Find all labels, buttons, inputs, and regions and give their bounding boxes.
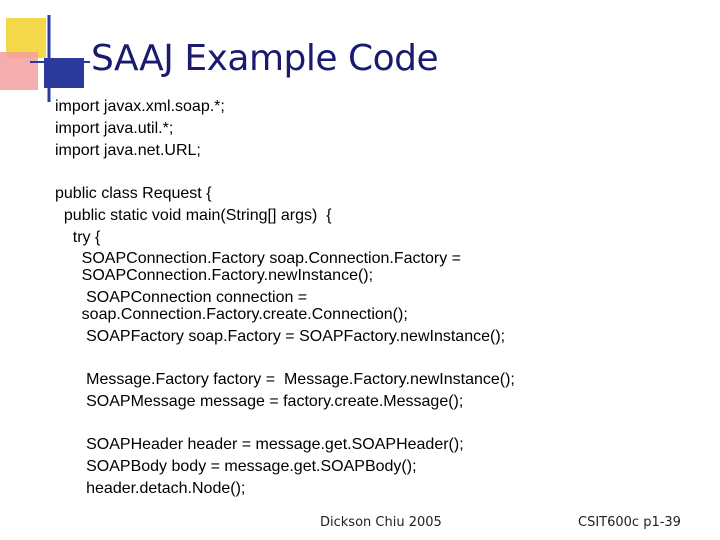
code-line: SOAPConnection.Factory.newInstance(); (55, 267, 374, 284)
slide-title: SAAJ Example Code (91, 38, 439, 79)
code-line: import java.util.*; (55, 120, 174, 137)
logo-yellow-square (6, 18, 46, 58)
code-line: import javax.xml.soap.*; (55, 98, 225, 115)
logo-red-square (0, 52, 38, 90)
code-line: soap.Connection.Factory.create.Connectio… (55, 306, 408, 323)
footer-page-number: CSIT600c p1-39 (578, 515, 681, 530)
code-line: public static void main(String[] args) { (55, 207, 332, 224)
code-line: SOAPHeader header = message.get.SOAPHead… (55, 436, 464, 453)
code-line: import java.net.URL; (55, 142, 201, 159)
code-line: header.detach.Node(); (55, 480, 246, 497)
code-line: SOAPConnection connection = (55, 289, 308, 306)
code-line: try { (55, 229, 101, 246)
code-line: SOAPBody body = message.get.SOAPBody(); (55, 458, 417, 475)
code-line: SOAPConnection.Factory soap.Connection.F… (55, 250, 461, 267)
footer-author: Dickson Chiu 2005 (320, 515, 442, 530)
slide-logo-decoration (0, 15, 90, 102)
code-line: public class Request { (55, 185, 212, 202)
code-line: SOAPMessage message = factory.create.Mes… (55, 393, 464, 410)
code-line: Message.Factory factory = Message.Factor… (55, 371, 515, 388)
code-line: SOAPFactory soap.Factory = SOAPFactory.n… (55, 328, 506, 345)
